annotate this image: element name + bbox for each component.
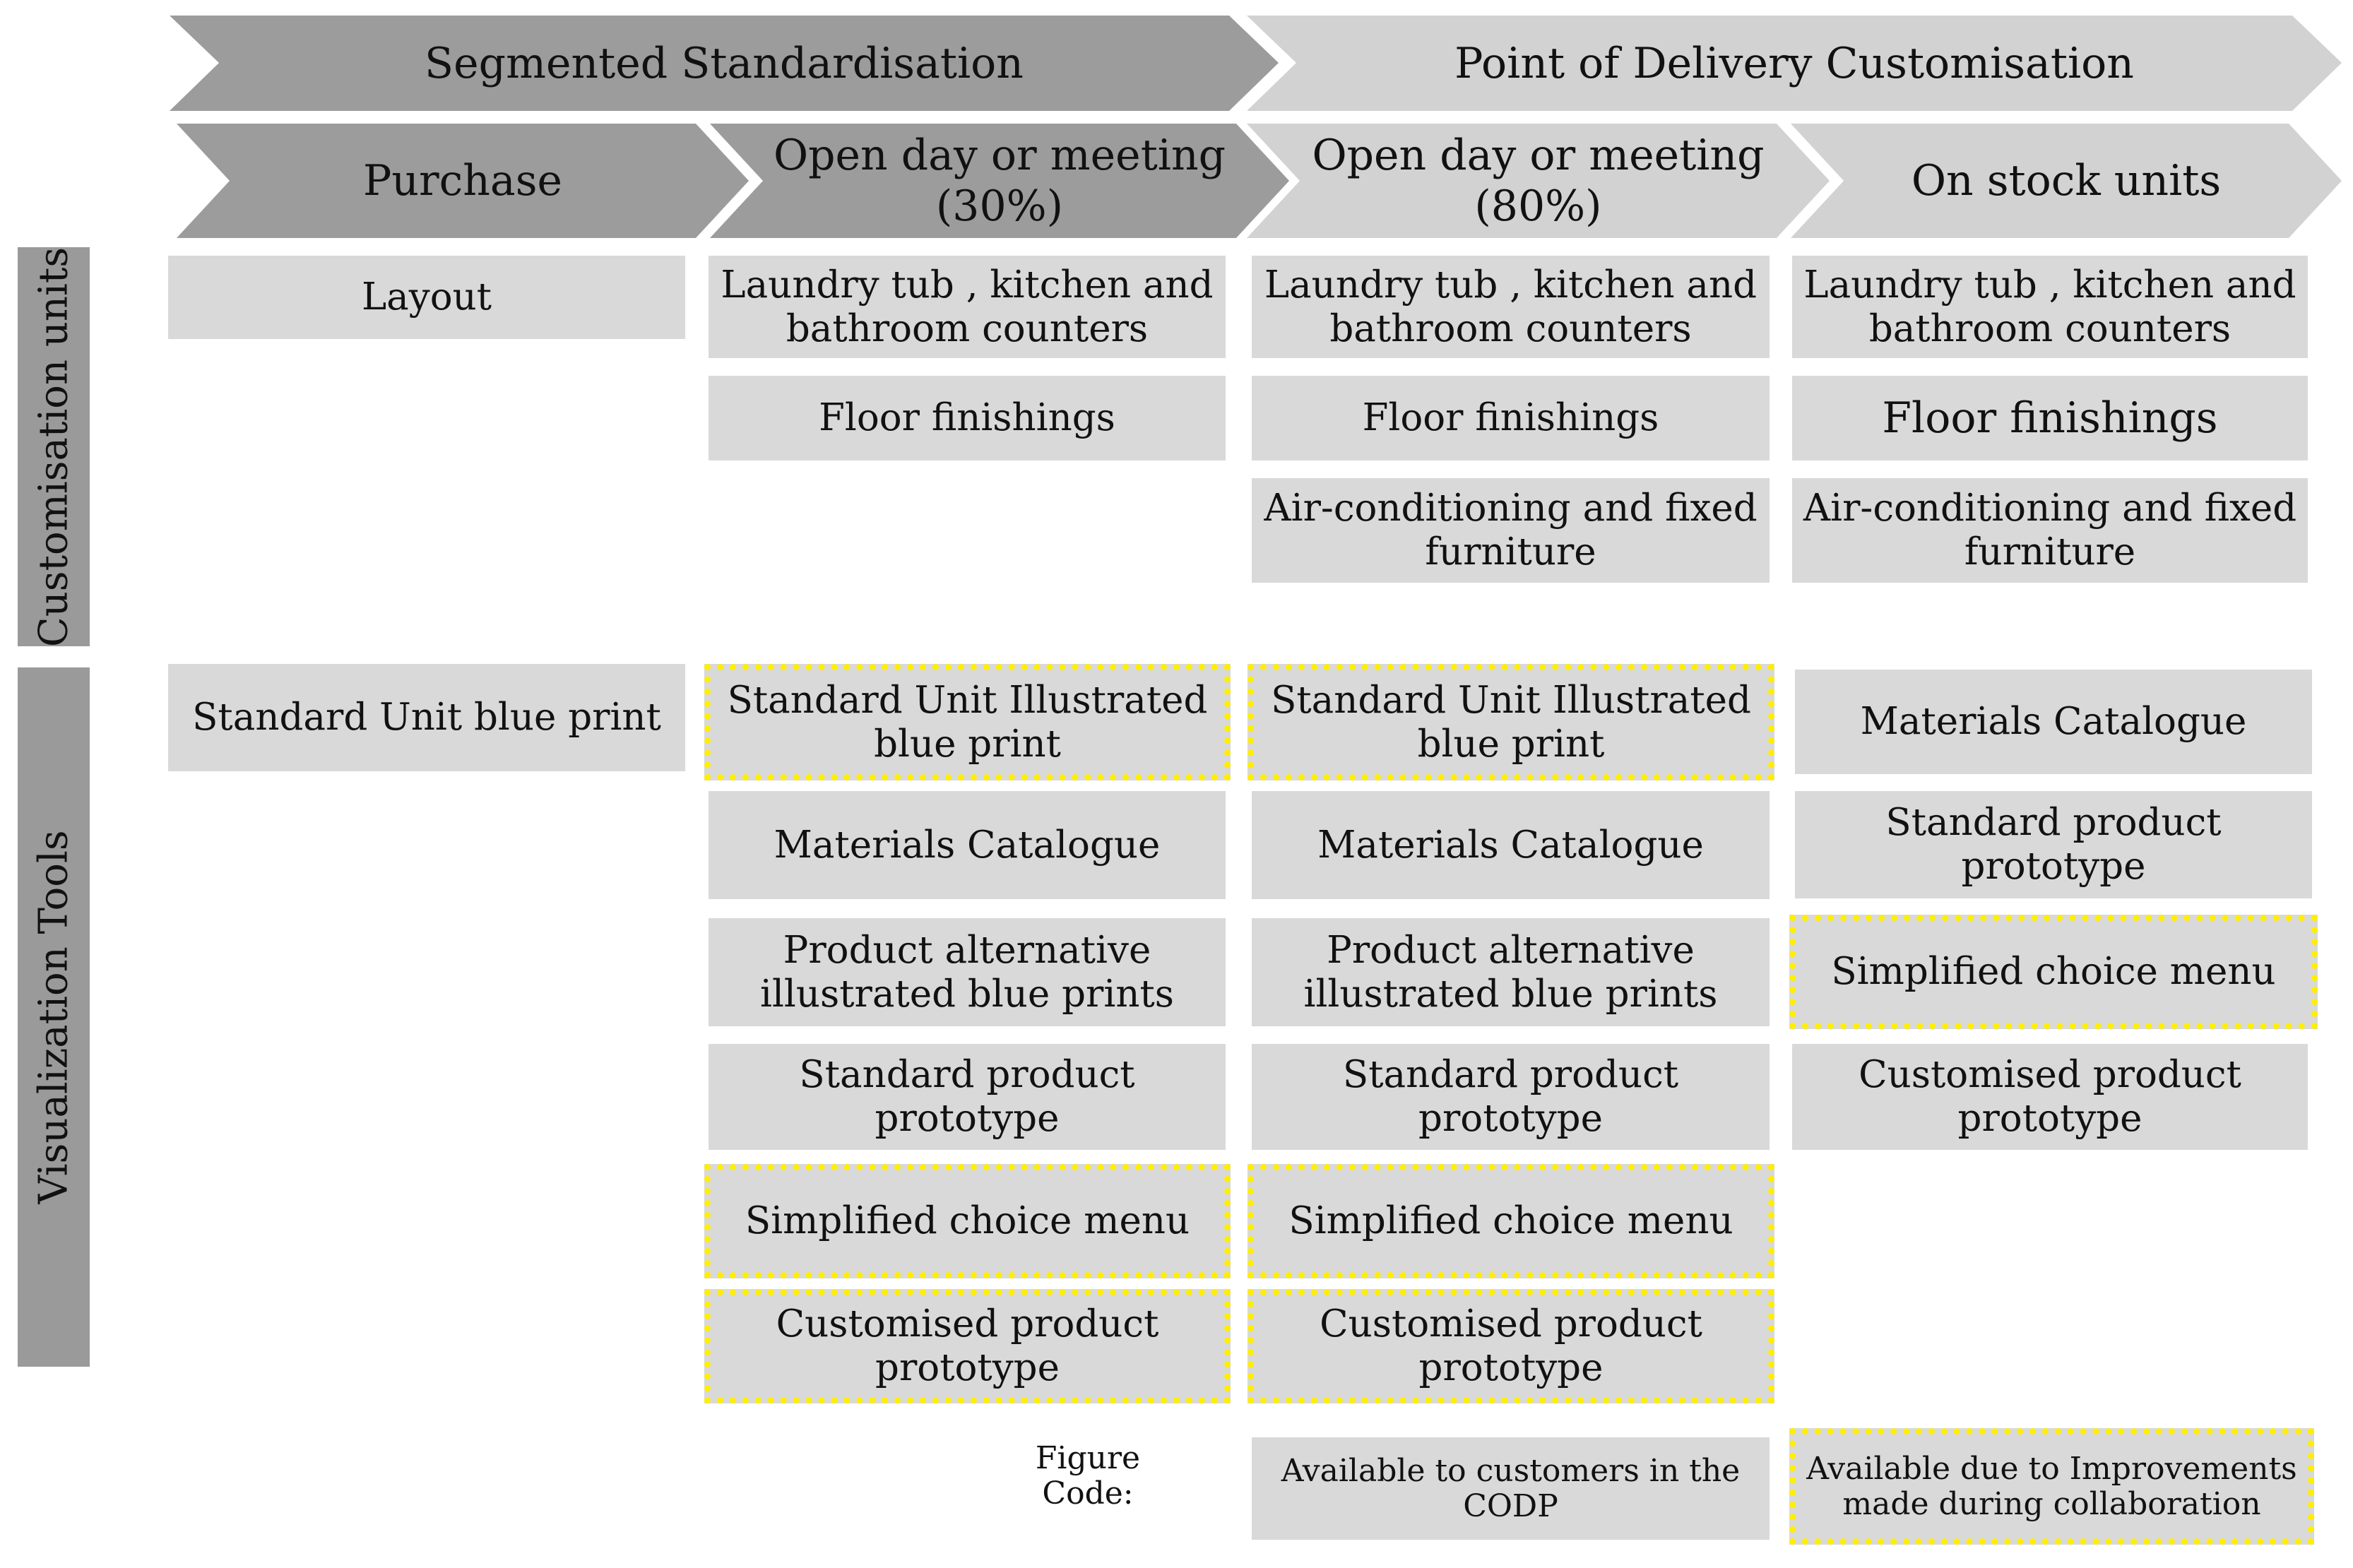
unit-box-layout: Layout (168, 256, 685, 339)
tool-box-product-alternative-blueprints: Product alternative illustrated blue pri… (709, 918, 1226, 1026)
phase-open-day-30: Open day or meeting(30%) (710, 124, 1289, 238)
unit-box-laundry-counters: Laundry tub , kitchen and bathroom count… (1792, 256, 2308, 358)
unit-box-air-conditioning: Air-conditioning and fixed furniture (1252, 478, 1770, 583)
tool-box-simplified-choice-menu: Simplified choice menu (704, 1164, 1231, 1278)
phase-arrow-shape (1247, 124, 1830, 238)
tool-box-simplified-choice-menu: Simplified choice menu (1789, 915, 2318, 1029)
legend-box-available: Available to customers in the CODP (1252, 1437, 1770, 1540)
phase-label-line1: Open day or meeting (1312, 131, 1765, 180)
banner-label-point-of-delivery: Point of Delivery Customisation (1454, 38, 2134, 88)
phase-label-line1: Open day or meeting (773, 131, 1226, 180)
phase-open-day-80: Open day or meeting(80%) (1247, 124, 1830, 238)
phase-label: Purchase (362, 156, 562, 206)
tool-box-product-alternative-blueprints: Product alternative illustrated blue pri… (1252, 918, 1770, 1026)
tool-box-standard-product-prototype: Standard product prototype (709, 1044, 1226, 1150)
phase-purchase: Purchase (177, 124, 749, 238)
tool-box-illustrated-blueprint: Standard Unit Illustrated blue print (704, 664, 1231, 780)
phase-label: On stock units (1911, 156, 2222, 206)
tool-box-customised-product-prototype: Customised product prototype (1247, 1289, 1774, 1403)
tool-box-materials-catalogue: Materials Catalogue (709, 791, 1226, 899)
point-of-delivery-banner: Point of Delivery Customisation (1247, 16, 2342, 111)
legend-box-improved: Available due to Improvements made durin… (1789, 1428, 2314, 1545)
tool-box-materials-catalogue: Materials Catalogue (1795, 670, 2312, 774)
phase-label-line2: (30%) (935, 182, 1064, 231)
segmented-standardisation-banner: Segmented Standardisation (170, 16, 1279, 111)
phase-label-line2: (80%) (1474, 182, 1602, 231)
phase-label: Open day or meeting(80%) (1247, 124, 1830, 238)
unit-box-floor-finishings: Floor finishings (709, 376, 1226, 461)
tool-box-standard-product-prototype: Standard product prototype (1252, 1044, 1770, 1150)
tool-box-standard-unit-blueprint: Standard Unit blue print (168, 664, 685, 771)
unit-box-floor-finishings: Floor finishings (1792, 376, 2308, 461)
phase-on-stock: On stock units (1791, 124, 2342, 238)
unit-box-laundry-counters: Laundry tub , kitchen and bathroom count… (1252, 256, 1770, 358)
unit-box-floor-finishings: Floor finishings (1252, 376, 1770, 461)
tool-box-illustrated-blueprint: Standard Unit Illustrated blue print (1247, 664, 1774, 780)
banner-arrow-shape (170, 16, 1279, 111)
phase-arrow-shape (710, 124, 1289, 238)
banner-arrow-shape (1247, 16, 2342, 111)
unit-box-laundry-counters: Laundry tub , kitchen and bathroom count… (709, 256, 1226, 358)
customisation-units-sidebar: Customisation units (18, 247, 90, 647)
tool-box-materials-catalogue: Materials Catalogue (1252, 791, 1770, 899)
figure-code-label: Figure Code: (1035, 1440, 1141, 1511)
phase-arrow-shape (1791, 124, 2342, 238)
visualization-tools-label: Visualization Tools (30, 830, 77, 1204)
tool-box-customised-product-prototype: Customised product prototype (704, 1289, 1231, 1403)
banner-label-segmented: Segmented Standardisation (425, 38, 1024, 88)
visualization-tools-sidebar: Visualization Tools (18, 667, 90, 1367)
phase-label: Open day or meeting(30%) (710, 124, 1289, 238)
tool-box-customised-product-prototype: Customised product prototype (1792, 1044, 2308, 1150)
tool-box-standard-product-prototype: Standard product prototype (1795, 791, 2312, 898)
phase-arrow-shape (177, 124, 749, 238)
unit-box-air-conditioning: Air-conditioning and fixed furniture (1792, 478, 2308, 583)
tool-box-simplified-choice-menu: Simplified choice menu (1247, 1164, 1774, 1278)
customisation-units-label: Customisation units (30, 247, 77, 647)
